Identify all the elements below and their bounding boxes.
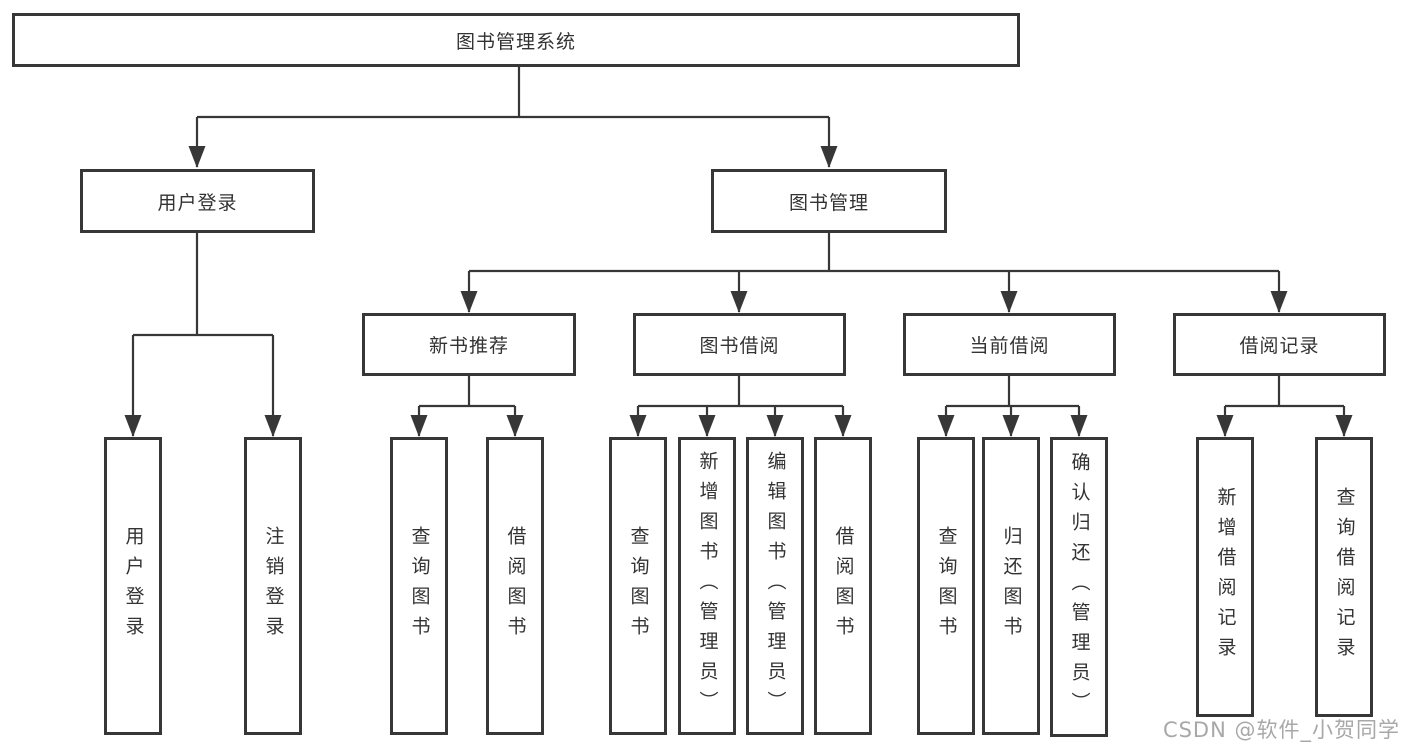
leaf-add-borrow-record: 新增借阅记录: [1196, 437, 1254, 717]
node-book-borrow-label: 图书借阅: [699, 335, 780, 357]
node-current-borrow: 当前借阅: [903, 313, 1116, 376]
leaf-user-login-label: 用户登录: [122, 526, 145, 646]
leaf-borrow-books-2-label: 借阅图书: [832, 526, 855, 646]
leaf-add-books-admin: 新增图书（管理员）: [678, 437, 736, 735]
leaf-edit-books-admin-label: 编辑图书（管理员）: [764, 451, 787, 721]
leaf-borrow-books-1: 借阅图书: [486, 437, 544, 735]
leaf-borrow-books-2: 借阅图书: [814, 437, 872, 735]
leaf-user-login: 用户登录: [104, 437, 162, 735]
connector-skeleton: [133, 67, 1344, 408]
leaf-add-books-admin-label: 新增图书（管理员）: [696, 451, 719, 721]
leaf-query-books-2-label: 查询图书: [627, 526, 650, 646]
leaf-query-borrow-record: 查询借阅记录: [1315, 437, 1373, 717]
leaf-return-books-label: 归还图书: [1000, 526, 1023, 646]
node-user-login-label: 用户登录: [157, 191, 238, 214]
leaf-query-books-1-label: 查询图书: [408, 526, 431, 646]
leaf-query-books-3-label: 查询图书: [935, 526, 958, 646]
leaf-confirm-return-admin-label: 确认归还（管理员）: [1068, 452, 1091, 722]
node-root: 图书管理系统: [12, 13, 1020, 67]
leaf-query-books-1: 查询图书: [390, 437, 448, 735]
leaf-query-borrow-record-label: 查询借阅记录: [1333, 487, 1356, 667]
leaf-query-books-3: 查询图书: [917, 437, 975, 735]
csdn-watermark: CSDN @软件_小贺同学: [1162, 718, 1400, 742]
leaf-confirm-return-admin: 确认归还（管理员）: [1050, 437, 1108, 737]
leaf-logout-login: 注销登录: [244, 437, 302, 735]
leaf-borrow-books-1-label: 借阅图书: [504, 526, 527, 646]
node-root-label: 图书管理系统: [455, 30, 576, 53]
node-new-book-recommend-label: 新书推荐: [428, 335, 509, 357]
leaf-add-borrow-record-label: 新增借阅记录: [1214, 487, 1237, 667]
node-book-management-label: 图书管理: [788, 191, 869, 214]
node-book-management: 图书管理: [711, 169, 947, 233]
node-current-borrow-label: 当前借阅: [969, 335, 1050, 357]
leaf-return-books: 归还图书: [982, 437, 1040, 735]
leaf-query-books-2: 查询图书: [609, 437, 667, 735]
leaf-logout-login-label: 注销登录: [262, 526, 285, 646]
node-borrow-records: 借阅记录: [1173, 313, 1386, 376]
node-new-book-recommend: 新书推荐: [362, 313, 576, 376]
leaf-edit-books-admin: 编辑图书（管理员）: [746, 437, 804, 735]
node-user-login: 用户登录: [80, 169, 315, 233]
node-borrow-records-label: 借阅记录: [1239, 335, 1320, 357]
node-book-borrow: 图书借阅: [633, 313, 846, 376]
